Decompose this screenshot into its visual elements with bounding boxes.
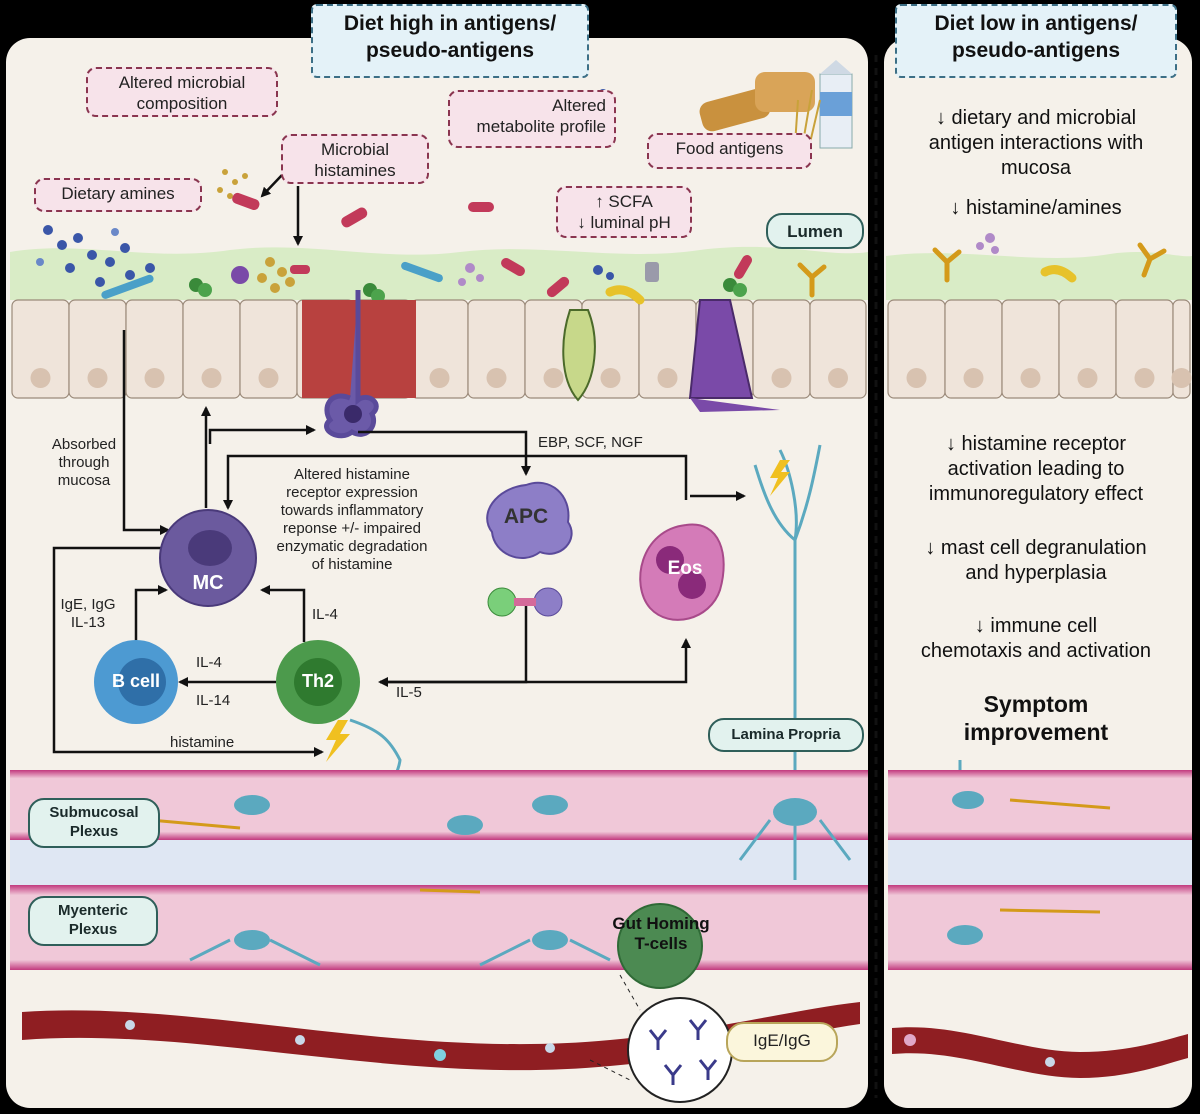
blue-layer-right	[888, 840, 1192, 885]
cell-nucleus	[906, 368, 927, 388]
apc-label: APC	[503, 505, 549, 528]
il4-top-label: IL-4	[312, 606, 338, 623]
cell-nucleus	[771, 368, 792, 388]
absorbed-label: Absorbed through mucosa	[51, 436, 117, 489]
altered-metabolite-box: Altered metabolite profile	[448, 90, 616, 148]
cell-nucleus	[828, 368, 848, 388]
cell-nucleus	[144, 368, 165, 388]
ige-igg-label: IgE, IgG IL-13	[60, 596, 116, 631]
cell-nucleus	[1134, 368, 1155, 388]
right-item-6: Symptom improvement	[963, 691, 1109, 745]
il14-label: IL-14	[196, 692, 231, 709]
altered-microbial-box: Altered microbial composition	[86, 67, 278, 117]
food-antigens-box: Food antigens	[647, 133, 812, 169]
microbial-histamines-box: Microbial histamines	[281, 134, 429, 184]
epithelial-cell	[809, 299, 867, 399]
il5-label: IL-5	[396, 684, 422, 701]
cell-nucleus	[429, 368, 450, 388]
right-item-2: ↓ histamine/amines	[950, 197, 1122, 219]
mast-cell	[159, 509, 257, 607]
eos-cell	[639, 523, 725, 621]
right-panel-title: Diet low in antigens/ pseudo-antigens	[895, 4, 1177, 78]
cell-nucleus	[963, 368, 984, 388]
myenteric-layer-right	[888, 885, 1192, 970]
antibody-magnifier	[627, 997, 733, 1103]
epithelium-left	[11, 299, 867, 399]
arrows	[52, 174, 746, 757]
dendritic-cell	[324, 290, 379, 439]
lumen-label: Lumen	[766, 213, 864, 249]
left-panel-title: Diet high in antigens/ pseudo-antigens	[311, 4, 589, 78]
lightning-icon	[770, 460, 790, 496]
myenteric-plexus-label: Myenteric Plexus	[28, 896, 158, 946]
right-item-3: ↓ histamine receptor activation leading …	[928, 433, 1144, 505]
blood-cells	[125, 1020, 1055, 1067]
apc-cell	[486, 481, 573, 559]
cell-nucleus	[1077, 368, 1098, 388]
right-lumen-contents	[932, 233, 1167, 283]
mucus-layer-left	[10, 246, 868, 300]
mucus-layer-right	[886, 252, 1192, 300]
antibodies	[648, 1019, 718, 1085]
th2-label: Th2	[301, 671, 334, 691]
plexus-neurons	[149, 791, 1111, 967]
cell-nucleus	[657, 368, 678, 388]
gut-homing-label: Gut Homing T-cells	[612, 914, 710, 953]
apc-tcell-interaction	[487, 587, 563, 617]
lightning-icon	[326, 720, 350, 762]
cell-nucleus	[87, 368, 108, 388]
submucosal-plexus-label: Submucosal Plexus	[28, 798, 160, 848]
dietary-amines-box: Dietary amines	[34, 178, 202, 212]
cell-nucleus	[258, 368, 279, 388]
histamine-label: histamine	[170, 734, 235, 751]
b-cell	[94, 640, 178, 724]
cell-nucleus	[486, 368, 507, 388]
altered-histamine-label: Altered histamine receptor expression to…	[276, 466, 428, 573]
cell-nucleus	[201, 368, 222, 388]
bcell-label: B cell	[111, 671, 161, 691]
cell-nucleus	[1171, 368, 1192, 388]
cell-nucleus	[543, 368, 564, 388]
right-item-4: ↓ mast cell degranulation and hyperplasi…	[925, 537, 1147, 584]
submucosal-layer-right	[888, 770, 1192, 840]
eos-label: Eos	[667, 558, 703, 579]
mc-label: MC	[192, 572, 224, 594]
th2-cell	[276, 640, 360, 724]
right-item-5: ↓ immune cell chemotaxis and activation	[920, 615, 1152, 662]
ige-igg-box: IgE/IgG	[726, 1022, 838, 1062]
microbe-cluster	[36, 89, 827, 305]
blue-layer-left	[10, 840, 868, 885]
cell-nucleus	[30, 368, 51, 388]
ebp-label: EBP, SCF, NGF	[538, 434, 643, 451]
lamina-propria-label: Lamina Propria	[708, 718, 864, 752]
cell-nucleus	[600, 368, 621, 388]
scfa-box: ↑ SCFA ↓ luminal pH	[556, 186, 692, 238]
cell-nucleus	[1020, 368, 1041, 388]
il4-bcell-label: IL-4	[196, 654, 222, 671]
blood-vessel-right	[892, 1027, 1188, 1078]
right-item-1: ↓ dietary and microbial antigen interact…	[928, 107, 1144, 179]
gut-homing-tcell	[617, 903, 703, 989]
epithelium-right	[887, 299, 1192, 399]
